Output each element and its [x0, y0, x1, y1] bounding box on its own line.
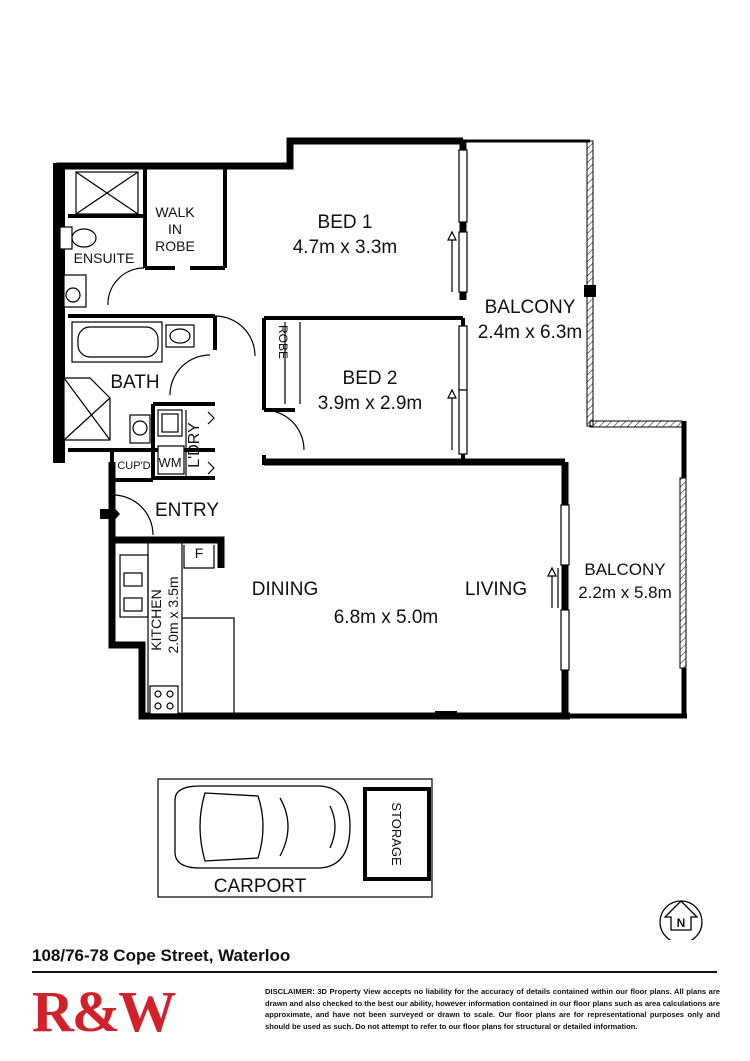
walk-in-robe-line3: ROBE — [155, 238, 195, 254]
ensuite-label: ENSUITE — [74, 250, 135, 266]
laundry-fixtures — [157, 409, 215, 476]
car-icon — [174, 785, 351, 869]
kitchen-label: KITCHEN — [148, 589, 164, 650]
carport-area — [157, 778, 433, 898]
balcony-rail-2 — [586, 295, 594, 427]
cupboard-label: CUP'D — [117, 460, 150, 472]
door-swings — [107, 267, 305, 536]
balcony2-size: 2.2m x 5.8m — [578, 583, 672, 602]
dining-label: DINING — [252, 579, 319, 600]
sliding-doors — [458, 149, 570, 671]
bed1-label: BED 1 — [318, 212, 373, 233]
balcony-rail-1 — [586, 140, 594, 287]
logo-text: R&W — [32, 979, 176, 1044]
bed2-size: 3.9m x 2.9m — [318, 393, 423, 414]
balcony1-label: BALCONY — [485, 297, 576, 318]
storage-label: STORAGE — [389, 802, 404, 866]
balcony2-label: BALCONY — [584, 560, 665, 579]
robe-label: ROBE — [276, 325, 290, 359]
bath-fixtures — [63, 321, 195, 444]
entry-arrow-icon — [100, 503, 120, 525]
fridge-label: F — [195, 545, 204, 561]
living-dining-size: 6.8m x 5.0m — [334, 607, 439, 628]
disclaimer-text: DISCLAIMER: 3D Property View accepts no … — [265, 987, 720, 1031]
entry-label: ENTRY — [155, 500, 219, 521]
living-label: LIVING — [465, 579, 527, 600]
property-address: 108/76-78 Cope Street, Waterloo — [32, 946, 291, 965]
bed1-size: 4.7m x 3.3m — [293, 237, 398, 258]
balcony1-size: 2.4m x 6.3m — [478, 322, 583, 343]
north-compass-icon — [659, 900, 703, 940]
storage-box — [363, 787, 431, 881]
walk-in-robe-line1: WALK — [155, 204, 195, 220]
floor-plan: BED 1 4.7m x 3.3m WALK IN ROBE ENSUITE B… — [53, 137, 703, 940]
divider — [32, 971, 717, 973]
balcony-rail-4 — [679, 477, 687, 669]
bath-label: BATH — [110, 372, 159, 393]
kitchen-size: 2.0m x 3.5m — [165, 576, 181, 653]
laundry-label: L'DRY — [186, 422, 203, 468]
wm-label: WM — [158, 455, 181, 470]
balcony-rail-3 — [589, 420, 683, 428]
north-label: N — [677, 916, 686, 930]
bed2-label: BED 2 — [343, 368, 398, 389]
carport-label: CARPORT — [214, 876, 307, 897]
walk-in-robe-line2: IN — [168, 221, 182, 237]
robe-rail — [284, 322, 301, 404]
wall-block — [53, 163, 65, 463]
ensuite-fixtures — [59, 171, 139, 308]
kitchen-fixtures — [119, 543, 235, 715]
brand-logo: R&W — [32, 983, 192, 1041]
